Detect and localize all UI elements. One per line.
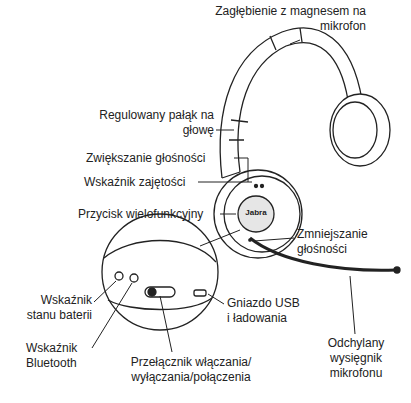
headband-inner [238, 43, 348, 172]
leader-lines [92, 40, 355, 352]
battery-led [115, 272, 123, 280]
part-label: Wskaźnik stanu baterii [10, 293, 92, 323]
zoom-view [102, 214, 240, 330]
part-label: Wskaźnik zajętości [84, 175, 199, 190]
usb-port [194, 290, 206, 296]
brand-label: Jabra [236, 208, 276, 218]
part-label: Zmniejszanie głośności [297, 227, 381, 257]
part-label: Przełącznik włączania/ wyłączania/połącz… [112, 355, 270, 385]
part-label: Wskaźnik Bluetooth [26, 341, 94, 371]
mic-tip [394, 267, 400, 273]
part-label: Zwiększanie głośności [86, 151, 236, 166]
right-cushion [333, 102, 377, 158]
part-label: Odchylany wysięgnik mikrofonu [318, 336, 394, 381]
part-label: Gniazdo USB i ładowania [227, 296, 305, 326]
power-switch [145, 287, 175, 297]
right-earcup [330, 94, 390, 166]
headband-segment [270, 28, 302, 50]
part-label: Regulowany pałąk na głowę [89, 108, 214, 138]
part-label: Zagłębienie z magnesem na mikrofon [180, 4, 366, 34]
headset-drawing [214, 28, 400, 273]
bluetooth-led [130, 274, 138, 282]
part-label: Przycisk wielofunkcyjny [78, 207, 220, 222]
